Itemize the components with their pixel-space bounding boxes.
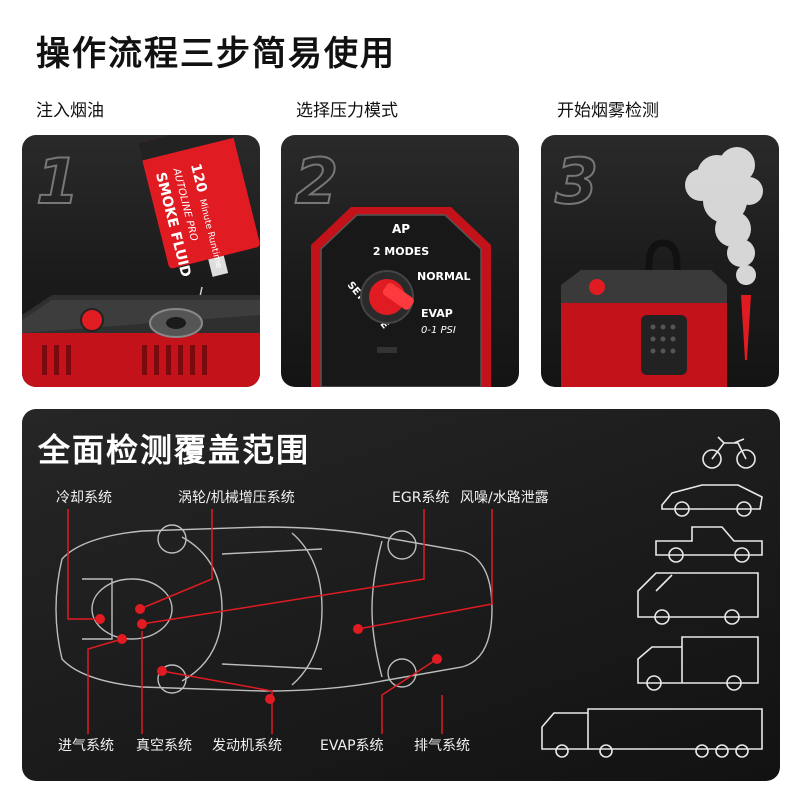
coverage-panel: 全面检测覆盖范围 <box>22 409 780 781</box>
panel-normal-label: NORMAL <box>417 270 471 283</box>
leak-point-markers <box>95 604 442 704</box>
smoke-fluid-bottle: SMOKE FLUID AUTOLINE PRO 120 Minute Runt… <box>138 135 260 279</box>
step-2-caption: 选择压力模式 <box>296 101 398 121</box>
step-3-illustration: 3 <box>554 144 763 387</box>
label-evap-system: EVAP系统 <box>320 738 384 754</box>
step-1-number: 1 <box>36 145 79 218</box>
step-1-card: 1 SMOKE FLUID AUTOLINE PRO 120 Minute Ru… <box>22 135 260 387</box>
step-2-number: 2 <box>295 145 338 218</box>
step-2-card: 2 AP 2 MODES NORMAL SET MODE EVAP 0-1 PS… <box>281 135 519 387</box>
semi-truck-icon <box>541 708 763 758</box>
step-3-caption: 开始烟雾检测 <box>557 101 659 121</box>
bottle-runtime-number: 120 <box>187 162 210 194</box>
step-3-number: 3 <box>555 145 598 218</box>
step-3-card: 3 <box>541 135 779 387</box>
motorcycle-icon <box>702 436 756 469</box>
panel-logo: AP <box>392 222 410 236</box>
label-egr-system: EGR系统 <box>392 490 450 506</box>
smoke-plume <box>685 147 763 285</box>
van-icon <box>637 572 759 625</box>
label-vacuum-system: 真空系统 <box>136 738 192 754</box>
label-exhaust-system: 排气系统 <box>414 738 470 754</box>
sedan-icon <box>661 484 763 517</box>
car-diagram <box>55 436 763 758</box>
label-wind-water-leak: 风噪/水路泄露 <box>460 490 549 506</box>
pickup-icon <box>655 526 763 563</box>
panel-psi-label: 0-1 PSI <box>421 325 456 336</box>
leader-lines <box>67 509 493 734</box>
car-wireframe <box>55 524 493 694</box>
panel-modes-label: 2 MODES <box>373 245 429 258</box>
step-2-illustration: 2 AP 2 MODES NORMAL SET MODE EVAP 0-1 PS… <box>294 144 491 387</box>
step-1-illustration: 1 SMOKE FLUID AUTOLINE PRO 120 Minute Ru… <box>22 135 260 387</box>
mode-selector-knob[interactable] <box>360 270 416 324</box>
panel-evap-label: EVAP <box>421 307 453 320</box>
label-cooling-system: 冷却系统 <box>56 490 112 506</box>
page-title: 操作流程三步简易使用 <box>36 34 396 74</box>
box-truck-icon <box>637 636 759 691</box>
smoke-probe <box>741 295 751 360</box>
label-turbo-system: 涡轮/机械增压系统 <box>178 490 295 506</box>
label-intake-system: 进气系统 <box>58 738 114 754</box>
step-1-caption: 注入烟油 <box>36 101 104 121</box>
label-engine-system: 发动机系统 <box>212 738 282 754</box>
coverage-title: 全面检测覆盖范围 <box>38 431 311 469</box>
